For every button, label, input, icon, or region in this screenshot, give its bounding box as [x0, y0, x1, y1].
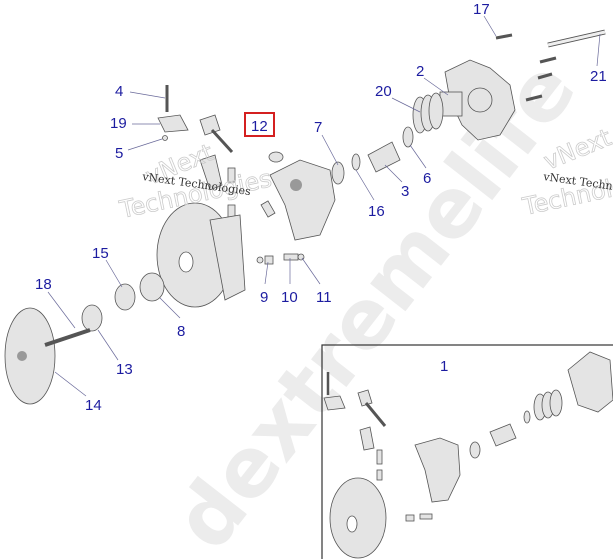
callout-21[interactable]: 21 [590, 68, 607, 85]
fixed-sheave-14 [4, 307, 91, 405]
spider-housing [269, 159, 336, 241]
callout-20[interactable]: 20 [375, 83, 392, 100]
assembly-inset [321, 344, 613, 559]
callout-17[interactable]: 17 [473, 1, 490, 18]
site-watermark: dextremelife [156, 43, 595, 559]
washer-7 [331, 161, 345, 185]
callout-15[interactable]: 15 [92, 245, 109, 262]
pivot-19 [157, 85, 189, 141]
moveable-sheave-8 [156, 202, 246, 308]
callout-5[interactable]: 5 [115, 145, 123, 162]
callout-7[interactable]: 7 [314, 119, 322, 136]
callout-6[interactable]: 6 [423, 170, 431, 187]
leader-lines [47, 15, 601, 397]
callout-16[interactable]: 16 [368, 203, 385, 220]
ring-16 [351, 153, 361, 171]
callout-13[interactable]: 13 [116, 361, 133, 378]
callout-18[interactable]: 18 [35, 276, 52, 293]
washer-6 [402, 126, 414, 148]
callout-11[interactable]: 11 [316, 289, 332, 306]
callout-10[interactable]: 10 [281, 289, 298, 306]
callout-12[interactable]: 12 [251, 118, 268, 135]
callout-4[interactable]: 4 [115, 83, 123, 100]
callout-8[interactable]: 8 [177, 323, 185, 340]
bolts-17 [495, 33, 557, 102]
weight-arm [199, 114, 234, 191]
bushing-3 [367, 141, 401, 173]
bushings-15 [81, 272, 165, 332]
callout-9[interactable]: 9 [260, 289, 268, 306]
rollers-9-10-11 [256, 253, 305, 265]
callout-2[interactable]: 2 [416, 63, 424, 80]
spring-20 [412, 92, 444, 134]
callout-1[interactable]: 1 [440, 358, 448, 375]
shaft-21 [547, 29, 606, 48]
highlight-box [244, 112, 275, 137]
callout-3[interactable]: 3 [401, 183, 409, 200]
callout-14[interactable]: 14 [85, 397, 102, 414]
callout-19[interactable]: 19 [110, 115, 127, 132]
cap-12 [268, 151, 284, 163]
